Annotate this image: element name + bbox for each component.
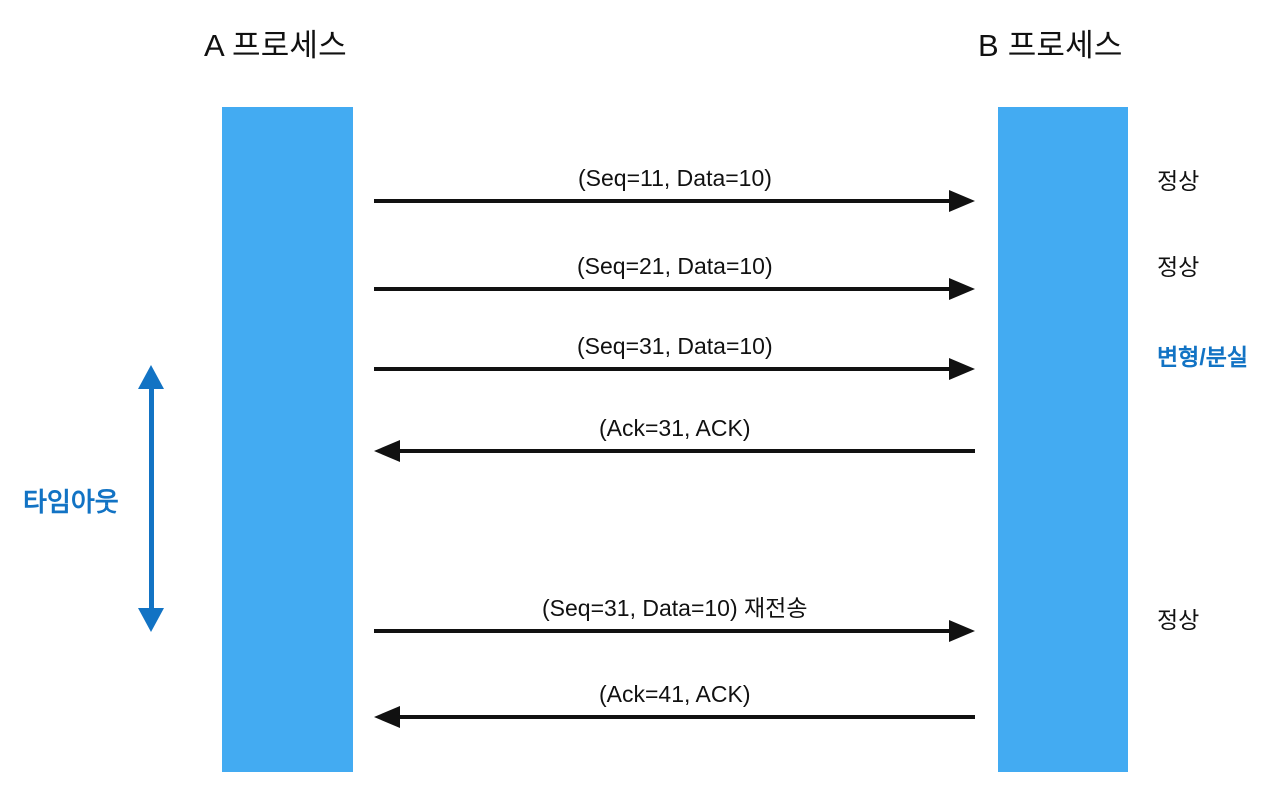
message-arrow-line (398, 449, 975, 453)
timeout-arrow-down-icon (138, 608, 164, 632)
message-label: (Seq=21, Data=10) (577, 253, 773, 279)
status-annotation: 변형/분실 (1157, 344, 1249, 370)
message-label: (Seq=31, Data=10) (577, 333, 773, 359)
arrowhead-left-icon (374, 706, 400, 728)
arrowhead-right-icon (949, 358, 975, 380)
message-arrow-line (374, 199, 951, 203)
arrowhead-left-icon (374, 440, 400, 462)
timeout-arrow-shaft (149, 387, 154, 610)
status-annotation: 정상 (1157, 254, 1200, 280)
message-label: (Ack=31, ACK) (599, 415, 751, 441)
message-arrow-line (374, 629, 951, 633)
message-arrow-line (374, 367, 951, 371)
message-arrow-line (374, 287, 951, 291)
timeout-label: 타임아웃 (23, 487, 119, 517)
message-label: (Seq=31, Data=10) 재전송 (542, 595, 808, 621)
message-label: (Seq=11, Data=10) (578, 165, 772, 191)
lifeline-bar-process-b (998, 107, 1128, 772)
message-label: (Ack=41, ACK) (599, 681, 751, 707)
status-annotation: 정상 (1157, 168, 1200, 194)
arrowhead-right-icon (949, 620, 975, 642)
process-a-title: A 프로세스 (204, 28, 347, 63)
process-b-title: B 프로세스 (978, 28, 1123, 63)
status-annotation: 정상 (1157, 607, 1200, 633)
timeout-arrow-up-icon (138, 365, 164, 389)
lifeline-bar-process-a (222, 107, 353, 772)
arrowhead-right-icon (949, 190, 975, 212)
message-arrow-line (398, 715, 975, 719)
arrowhead-right-icon (949, 278, 975, 300)
